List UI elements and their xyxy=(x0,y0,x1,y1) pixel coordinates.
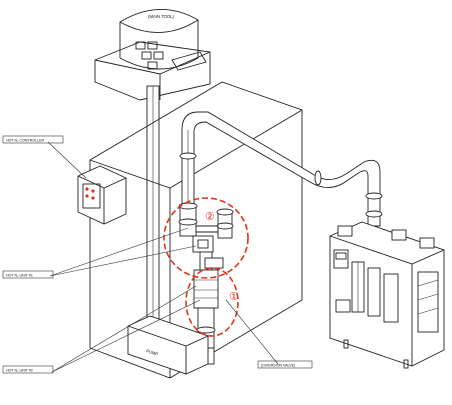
pump: PUMP xyxy=(127,315,209,375)
valve-label: (DIVERSION VALVE) xyxy=(261,363,295,367)
tool-exhaust-duct xyxy=(146,85,160,331)
unit-upper-label: HOT N₂ UNIT #1 xyxy=(6,273,33,277)
highlight-circle-1 xyxy=(185,267,239,337)
main-tool-label: (MAIN TOOL) xyxy=(148,14,174,19)
unit-upper-label-box xyxy=(2,270,54,279)
upper-valve-assembly xyxy=(178,202,234,271)
controller-label-box xyxy=(2,135,64,144)
marker-1: ① xyxy=(229,291,239,303)
highlight-circle-2 xyxy=(163,197,249,279)
main-tool: (MAIN TOOL) xyxy=(94,9,211,101)
unit-lower-label: HOT N₂ UNIT #2 xyxy=(6,368,33,372)
controller-label: HOT N₂ CONTROLLER xyxy=(6,138,44,142)
valve-label-box xyxy=(257,360,313,369)
hot-n2-controller xyxy=(77,165,127,225)
marker-2: ② xyxy=(205,211,215,223)
exhaust-unit xyxy=(329,221,445,369)
leader-lines xyxy=(47,141,279,373)
unit-lower-label-box xyxy=(2,365,54,374)
pump-label: PUMP xyxy=(146,348,159,357)
overhead-pipe xyxy=(179,111,383,227)
